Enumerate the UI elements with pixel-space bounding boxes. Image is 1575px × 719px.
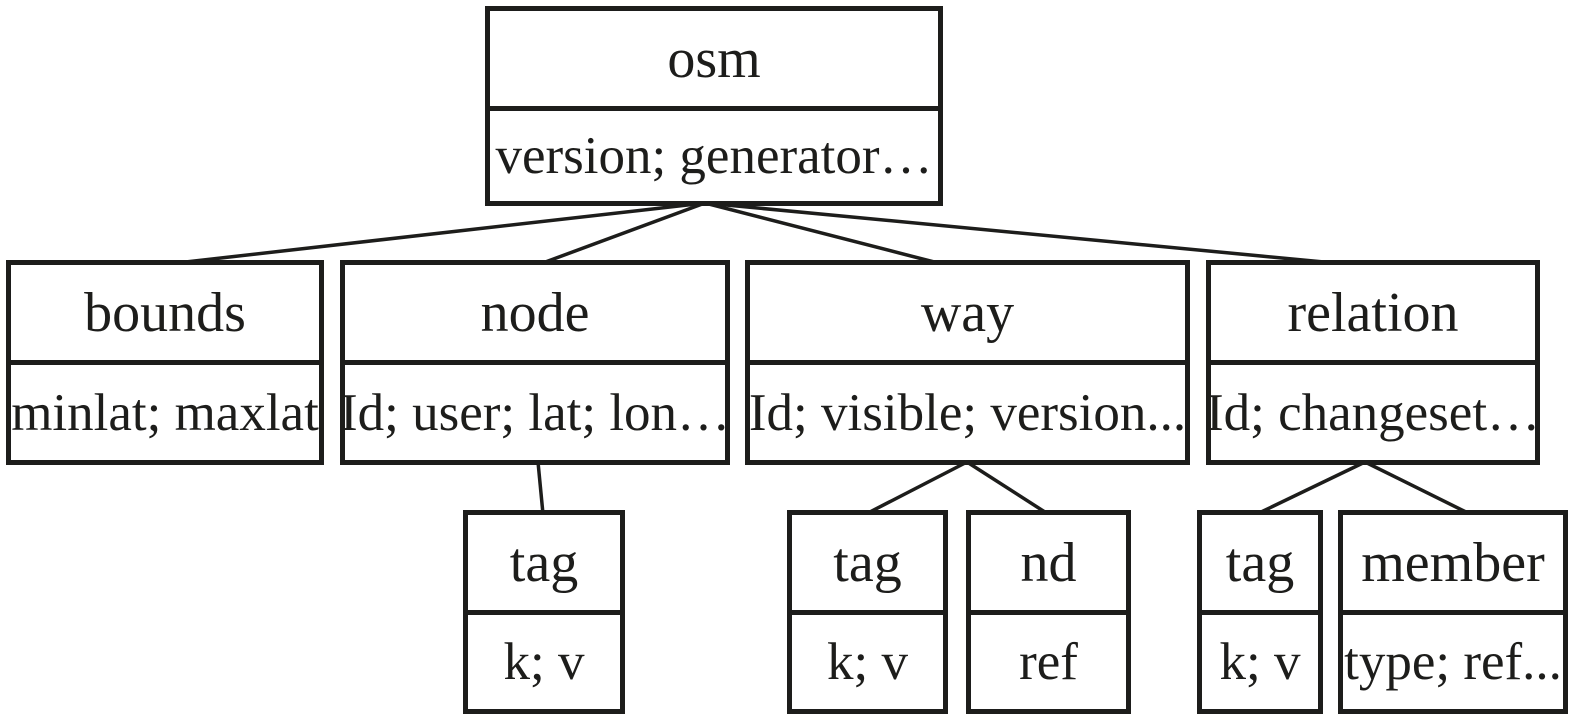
connector-relation-member [1364,460,1471,516]
way-attributes: Id; visible; version... [750,383,1185,442]
relation-attributes: Id; changeset… [1211,383,1535,442]
class-box-node: node Id; user; lat; lon… [340,260,730,465]
class-box-relation-tag: tag k; v [1197,510,1323,714]
way-nd-title: nd [971,515,1126,615]
node-attributes: Id; user; lat; lon… [345,383,725,442]
node-tag-attributes: k; v [503,633,585,691]
class-box-node-tag: tag k; v [463,510,625,714]
relation-member-attributes: type; ref... [1344,633,1562,691]
bounds-attributes: minlat; maxlat [11,383,319,442]
connector-relation-tag [1256,460,1366,516]
class-box-relation: relation Id; changeset… [1206,260,1540,465]
connector-osm-relation [704,201,1346,266]
class-box-way: way Id; visible; version... [745,260,1190,465]
way-tag-attributes: k; v [827,633,908,691]
class-box-way-tag: tag k; v [787,510,948,714]
osm-attributes: version; generator… [495,127,933,185]
relation-tag-attributes: k; v [1219,633,1301,691]
connector-osm-bounds [167,201,706,266]
node-tag-title: tag [468,515,620,615]
osm-title: osm [490,11,938,111]
way-title: way [750,265,1185,365]
relation-member-title: member [1343,515,1563,615]
way-nd-attributes: ref [1019,633,1078,691]
class-box-osm: osm version; generator… [485,6,943,206]
connector-osm-node [539,201,706,266]
class-box-way-nd: nd ref [966,510,1131,714]
way-tag-title: tag [792,515,943,615]
class-box-bounds: bounds minlat; maxlat [6,260,324,465]
bounds-title: bounds [11,265,319,365]
class-box-relation-member: member type; ref... [1338,510,1568,714]
connector-osm-way [704,201,943,266]
connector-node-tag [536,461,545,515]
connector-way-tag [865,460,968,516]
connector-way-nd [966,460,1049,516]
node-title: node [345,265,725,365]
relation-title: relation [1211,265,1535,365]
relation-tag-title: tag [1202,515,1318,615]
